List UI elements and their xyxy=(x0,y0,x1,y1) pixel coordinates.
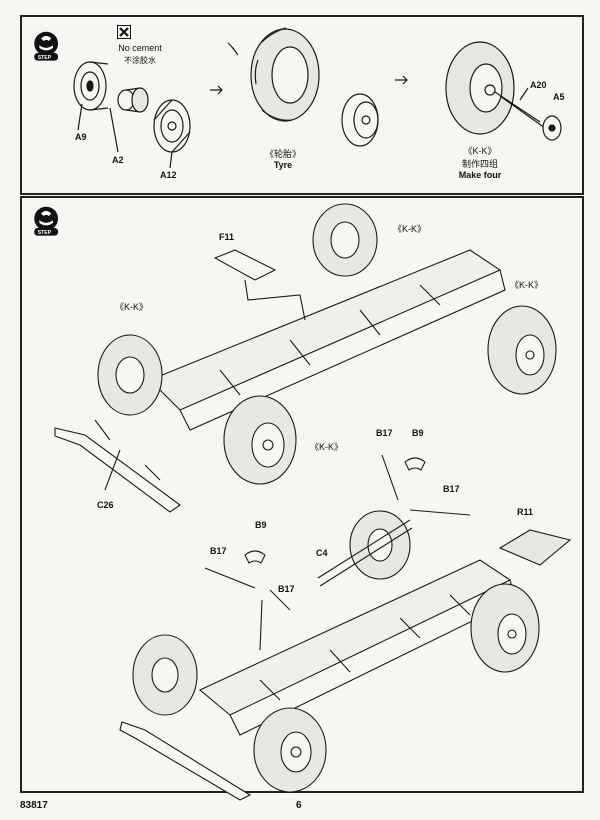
no-cement-icon xyxy=(117,25,131,39)
kk-label-top: 《K-K》 xyxy=(463,146,497,156)
part-label-b17-3: B17 xyxy=(210,546,227,556)
part-label-a2: A2 xyxy=(112,155,124,165)
part-label-b17-4: B17 xyxy=(278,584,295,594)
no-cement-label-cn: 不涂胶水 xyxy=(124,56,156,65)
svg-text:STEP: STEP xyxy=(38,230,52,236)
kk-label-1: 《K-K》 xyxy=(393,224,427,234)
no-cement-label: No cement xyxy=(118,43,162,53)
part-label-b9-1: B9 xyxy=(412,428,424,438)
part-label-b17-1: B17 xyxy=(376,428,393,438)
part-label-f11: F11 xyxy=(219,232,235,242)
svg-text:STEP: STEP xyxy=(38,55,52,61)
step-badge-icon: STEP xyxy=(34,31,59,61)
part-label-c26: C26 xyxy=(97,500,114,510)
wheel-assembly-drawing xyxy=(73,27,562,169)
tyre-label-cn: 《轮胎》 xyxy=(264,149,302,159)
part-label-b9-2: B9 xyxy=(255,520,267,530)
part-label-a5: A5 xyxy=(553,92,565,102)
tyre-label: Tyre xyxy=(273,160,293,170)
product-code: 83817 xyxy=(20,800,48,811)
part-label-a9: A9 xyxy=(75,132,87,142)
part-label-c4: C4 xyxy=(316,548,328,558)
part-label-b17-2: B17 xyxy=(443,484,460,494)
kk-label-4: 《K-K》 xyxy=(310,442,344,452)
kk-label-3: 《K-K》 xyxy=(115,302,149,312)
step-badge-icon-2: STEP xyxy=(34,206,59,236)
part-label-a20: A20 xyxy=(530,80,547,90)
make-four-label-cn: 制作四组 xyxy=(461,159,499,169)
part-label-a12: A12 xyxy=(160,170,177,180)
part-label-r11: R11 xyxy=(517,507,534,517)
step-panel-chassis xyxy=(20,196,584,793)
make-four-label: Make four xyxy=(458,170,502,180)
page-number: 6 xyxy=(296,800,302,811)
step-panel-wheels xyxy=(20,15,584,195)
kk-label-2: 《K-K》 xyxy=(510,280,544,290)
